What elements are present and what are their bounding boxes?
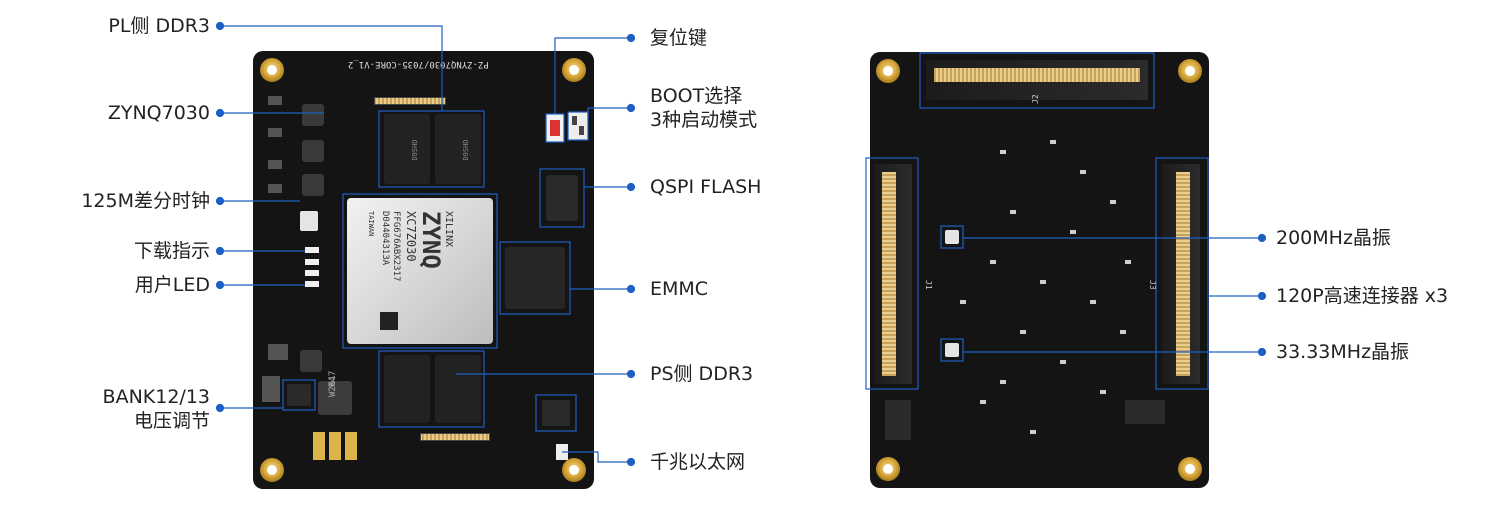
mounting-holes-back [876,59,1202,481]
label-boot-line2: 3种启动模式 [650,109,758,131]
connector-j3: J3 [1148,157,1209,390]
chip-family: ZYNQ [417,211,445,269]
label-clock-125m: 125M差分时钟 [81,190,210,212]
oscillator-200m [940,225,964,249]
board-name-silkscreen: PZ-ZYNQ7030/7035-CORE-V1_2 [348,59,489,69]
boot-switch [567,111,589,141]
chip-part: FFG676ABX2317 [391,211,401,281]
label-boot-select: BOOT选择 3种启动模式 [650,84,757,132]
left-inductors [268,96,324,196]
label-qspi-flash: QSPI FLASH [650,176,762,198]
label-zynq7030: ZYNQ7030 [107,102,210,124]
qspi-flash-chip [539,168,585,228]
label-osc-200m: 200MHz晶振 [1276,227,1391,249]
zynq-chip: XILINX ZYNQ XC7Z030 FFG676ABX2317 D04404… [342,193,498,349]
connector-j3-label: J3 [1148,280,1157,290]
bank-regulator: R47 W261 [282,371,357,460]
connector-j2-label: J2 [1031,94,1040,104]
label-osc-33m: 33.33MHz晶振 [1276,341,1410,363]
connector-j2: J2 [919,52,1155,109]
label-user-led: 用户LED [134,274,210,296]
label-download-indicator: 下载指示 [133,240,210,262]
label-bank-line1: BANK12/13 [102,386,210,408]
inductor-marking: R47 [328,371,338,387]
label-connector-120p: 120P高速连接器 x3 [1276,285,1449,307]
label-reset-key: 复位键 [650,27,708,49]
front-board: PZ-ZYNQ7030/7035-CORE-V1_2 D9SHD D9SHD [253,51,594,489]
label-bank-line2: 电压调节 [133,410,210,432]
emmc-chip [499,241,571,315]
connector-j1-label: J1 [924,280,933,290]
label-emmc: EMMC [650,278,709,300]
connector-j1: J1 [865,157,933,390]
label-bank-voltage: BANK12/13 电压调节 [103,385,210,433]
back-board: J2 J1 J3 [865,52,1209,488]
ps-ddr3-chips [378,350,485,428]
label-ps-ddr3: PS侧 DDR3 [650,363,754,385]
pl-ddr-marking-1: D9SHD [411,139,419,160]
chip-lot: D04404313A [380,211,390,266]
callout-lines [215,21,1267,467]
label-ethernet: 千兆以太网 [650,451,746,473]
pl-ddr3-chips: D9SHD D9SHD [378,110,485,188]
reset-key [545,113,565,143]
oscillator-125m [300,211,318,231]
mounting-holes-front [260,58,586,482]
chip-origin: TAIWAN [367,211,375,236]
label-boot-line1: BOOT选择 [650,85,743,107]
chip-model: XC7Z030 [404,211,418,262]
back-components [960,140,1131,434]
pl-ddr-marking-2: D9SHD [462,139,470,160]
inductor-code: W261 [328,375,338,397]
label-pl-ddr3: PL侧 DDR3 [108,15,210,37]
oscillator-33m [940,338,964,362]
chip-brand: XILINX [443,211,454,247]
leds [305,247,319,287]
